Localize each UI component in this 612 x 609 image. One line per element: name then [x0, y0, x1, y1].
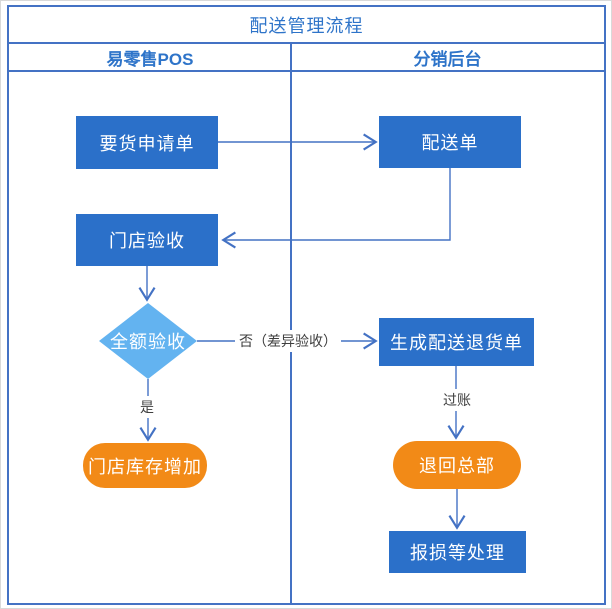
page-title: 配送管理流程 — [249, 15, 364, 36]
node-store-stock-increase-label: 门店库存增加 — [88, 456, 202, 477]
lane-divider — [290, 44, 292, 603]
node-return-to-hq-label: 退回总部 — [419, 456, 495, 476]
node-scrap-handling-label: 报损等处理 — [410, 543, 505, 563]
edge-label-no-difference-acceptance: 否（差异验收） — [235, 330, 341, 352]
node-delivery-order-label: 配送单 — [421, 133, 479, 153]
lane-header-backend-label: 分销后台 — [413, 49, 482, 69]
edge-label-posting: 过账 — [439, 389, 475, 411]
node-scrap-handling: 报损等处理 — [389, 531, 526, 573]
node-generate-return-bill: 生成配送退货单 — [379, 318, 534, 366]
node-store-stock-increase: 门店库存增加 — [83, 443, 207, 488]
edge-label-yes: 是 — [136, 396, 158, 418]
node-generate-return-bill-label: 生成配送退货单 — [390, 333, 523, 353]
node-store-acceptance-label: 门店验收 — [109, 231, 185, 251]
node-full-acceptance-label: 全额验收 — [110, 332, 186, 352]
flowchart-frame: 配送管理流程 易零售POS 分销后台 — [7, 5, 606, 605]
lane-header-backend: 分销后台 — [291, 44, 604, 70]
node-request-form-label: 要货申请单 — [99, 133, 195, 154]
node-request-form: 要货申请单 — [76, 116, 218, 169]
title-bar: 配送管理流程 — [9, 7, 604, 44]
node-return-to-hq: 退回总部 — [393, 441, 521, 489]
node-store-acceptance: 门店验收 — [76, 214, 218, 266]
node-delivery-order: 配送单 — [379, 116, 521, 168]
lane-headers: 易零售POS 分销后台 — [9, 44, 604, 72]
lane-header-pos-label: 易零售POS — [106, 49, 194, 69]
lane-header-pos: 易零售POS — [9, 44, 291, 70]
